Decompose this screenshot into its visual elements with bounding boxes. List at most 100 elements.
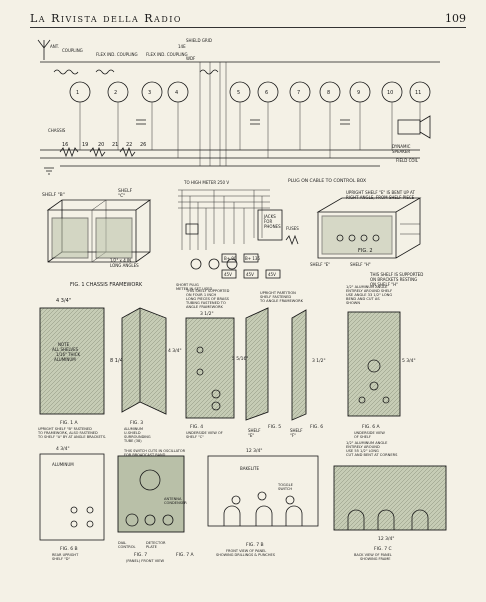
svg-text:SHELF "B": SHELF "B" <box>42 192 65 198</box>
panel-back-frame <box>333 465 447 531</box>
svg-text:4 3/4": 4 3/4" <box>56 298 71 304</box>
svg-text:SHOWN: SHOWN <box>346 301 360 305</box>
svg-text:RIGHT ANGLE, FROM SHELF PIECE: RIGHT ANGLE, FROM SHELF PIECE <box>346 195 415 200</box>
svg-text:FIG. 5: FIG. 5 <box>268 424 281 430</box>
svg-text:FIG. 7 A: FIG. 7 A <box>176 552 195 558</box>
svg-text:9: 9 <box>357 90 360 96</box>
control-box-wiring <box>178 189 299 279</box>
svg-text:FIG. 1 CHASSIS FRAMEWORK: FIG. 1 CHASSIS FRAMEWORK <box>70 282 143 288</box>
svg-text:PLUG ON CABLE TO CONTROL BOX: PLUG ON CABLE TO CONTROL BOX <box>288 178 366 184</box>
svg-text:7: 7 <box>297 90 300 96</box>
svg-text:8 1/4": 8 1/4" <box>110 358 125 364</box>
svg-text:COUPLING: COUPLING <box>62 48 83 53</box>
svg-text:5 3/4": 5 3/4" <box>402 358 416 364</box>
svg-text:1/2" ALUMINUM ANGLE: 1/2" ALUMINUM ANGLE <box>346 285 388 289</box>
svg-text:"E": "E" <box>248 433 254 438</box>
shelf-assembly-drawing <box>316 197 422 259</box>
u-shield <box>121 307 167 415</box>
svg-text:16: 16 <box>62 142 68 148</box>
chassis-framework-drawing <box>46 199 152 263</box>
svg-text:(PANEL) FRONT VIEW: (PANEL) FRONT VIEW <box>126 559 165 563</box>
shelf-e-panel <box>245 307 269 421</box>
svg-text:SHELF: SHELF <box>248 428 261 433</box>
svg-text:THIS SHELF SUPPORTED: THIS SHELF SUPPORTED <box>185 289 230 293</box>
svg-text:26: 26 <box>140 142 146 148</box>
svg-text:4 3/4": 4 3/4" <box>56 446 70 452</box>
svg-text:TUBE (38): TUBE (38) <box>123 439 142 443</box>
svg-text:6: 6 <box>265 90 268 96</box>
svg-text:10: 10 <box>387 90 393 96</box>
svg-text:TOGGLE: TOGGLE <box>277 483 294 487</box>
svg-text:22: 22 <box>126 142 132 148</box>
svg-text:ANT.: ANT. <box>50 44 59 49</box>
svg-text:B+ 135: B+ 135 <box>245 256 260 261</box>
svg-text:ALUMINUM: ALUMINUM <box>52 462 74 467</box>
svg-text:SHELF: SHELF <box>118 188 133 194</box>
journal-title: La Rivista della Radio <box>30 12 182 25</box>
svg-text:REAR UPRIGHT: REAR UPRIGHT <box>52 553 79 557</box>
front-panel <box>117 455 185 533</box>
svg-text:ANGLE FRAMEWORK: ANGLE FRAMEWORK <box>186 305 223 309</box>
rear-upright-shelf <box>39 453 105 541</box>
svg-text:5 5/16": 5 5/16" <box>232 356 248 362</box>
svg-text:"C": "C" <box>118 193 125 199</box>
svg-text:METER IN SET USED: METER IN SET USED <box>176 287 212 291</box>
svg-text:FOR: FOR <box>264 219 272 224</box>
svg-text:12 3/4": 12 3/4" <box>246 448 262 454</box>
svg-text:TO ANGLE FRAMEWORK: TO ANGLE FRAMEWORK <box>259 299 304 303</box>
svg-text:FIG. 2: FIG. 2 <box>358 248 373 254</box>
svg-text:ON SHELF "H": ON SHELF "H" <box>370 282 398 287</box>
svg-text:21: 21 <box>112 142 118 148</box>
svg-text:FRONT VIEW OF PANEL: FRONT VIEW OF PANEL <box>226 549 266 553</box>
svg-text:SHIELD GRID: SHIELD GRID <box>186 38 212 43</box>
svg-text:PLATE: PLATE <box>146 545 158 549</box>
svg-text:CONDENSER: CONDENSER <box>164 501 187 505</box>
svg-text:SHELF "E": SHELF "E" <box>310 262 330 267</box>
svg-text:FIELD COIL: FIELD COIL <box>396 158 419 163</box>
svg-text:20: 20 <box>98 142 104 148</box>
svg-text:BAKELITE: BAKELITE <box>240 466 259 471</box>
svg-text:14E: 14E <box>178 44 186 49</box>
svg-text:NOTE: NOTE <box>58 342 70 347</box>
svg-text:ENTIRELY AROUND: ENTIRELY AROUND <box>346 445 380 449</box>
svg-text:JACKS: JACKS <box>263 214 276 219</box>
svg-text:UNDERSIDE VIEW: UNDERSIDE VIEW <box>354 431 385 435</box>
svg-text:SHELF "D": SHELF "D" <box>52 557 70 561</box>
svg-text:2: 2 <box>114 90 117 96</box>
svg-text:TUBING FASTENED TO: TUBING FASTENED TO <box>185 301 226 305</box>
svg-text:FIG. 7: FIG. 7 <box>134 552 147 558</box>
svg-text:FLEX IND. COUPLING: FLEX IND. COUPLING <box>96 52 138 57</box>
svg-text:SHELF "C": SHELF "C" <box>186 435 204 439</box>
svg-text:CUT AND BENT AT CORNERS: CUT AND BENT AT CORNERS <box>346 453 398 457</box>
svg-text:12 3/4": 12 3/4" <box>378 536 394 542</box>
svg-text:ON FOUR 1 INCH: ON FOUR 1 INCH <box>186 293 217 297</box>
svg-text:11: 11 <box>415 90 421 96</box>
page-header: La Rivista della Radio 109 <box>30 8 466 26</box>
svg-text:4: 4 <box>175 90 178 96</box>
svg-text:UPRIGHT SHELF "E" IS BENT UP A: UPRIGHT SHELF "E" IS BENT UP AT <box>346 190 415 195</box>
svg-text:CONTROL: CONTROL <box>118 545 136 549</box>
svg-text:8: 8 <box>327 90 330 96</box>
svg-text:TO HIGH METER 250 V: TO HIGH METER 250 V <box>183 180 229 185</box>
svg-text:"F": "F" <box>290 433 296 438</box>
svg-text:DIAL: DIAL <box>118 541 126 545</box>
svg-text:ON BRACKETS RESTING: ON BRACKETS RESTING <box>370 277 417 282</box>
svg-text:USE 55 1/2" LONG: USE 55 1/2" LONG <box>346 449 379 453</box>
svg-text:CHASSIS: CHASSIS <box>48 128 66 133</box>
svg-text:4 3/4": 4 3/4" <box>168 348 182 354</box>
svg-text:1/16" THICK: 1/16" THICK <box>56 352 81 357</box>
shelf-b-panel <box>39 307 105 415</box>
svg-text:USE ANGLE 33 1/2" LONG: USE ANGLE 33 1/2" LONG <box>346 293 392 297</box>
svg-text:U-SHIELD: U-SHIELD <box>124 431 141 435</box>
svg-text:FIG. 7 B: FIG. 7 B <box>246 542 264 548</box>
header-rule <box>30 27 466 28</box>
svg-text:ALL SHELVES: ALL SHELVES <box>52 347 79 352</box>
page-number: 109 <box>445 12 466 25</box>
svg-text:SHORT PLUG: SHORT PLUG <box>176 283 199 287</box>
svg-text:LONG ANGLES: LONG ANGLES <box>110 263 139 268</box>
svg-text:3: 3 <box>148 90 151 96</box>
circuit-schematic <box>37 39 440 175</box>
svg-text:TO FRAMEWORK, ALSO FASTENED: TO FRAMEWORK, ALSO FASTENED <box>37 431 98 435</box>
svg-text:UPRIGHT SHELF "B" FASTENED: UPRIGHT SHELF "B" FASTENED <box>38 427 92 431</box>
